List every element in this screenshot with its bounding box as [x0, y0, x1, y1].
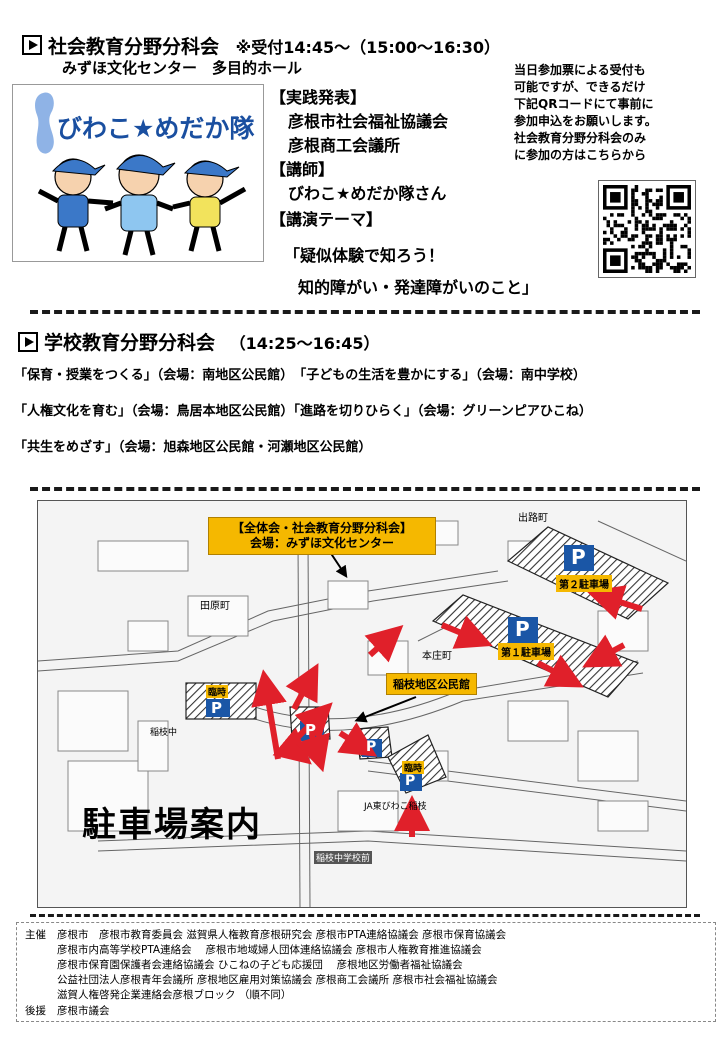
divider-2 [30, 487, 700, 491]
map-drawing [38, 520, 686, 907]
place-name-bus-stop: 稲枝中学校前 [314, 851, 373, 864]
lecturer-name: びわこ★めだか隊さん [288, 184, 447, 203]
parking-map: 【全体会・社会教育分野分科会】 会場：みずほ文化センター 稲枝地区公民館 出路町… [37, 500, 687, 908]
lot-p-mark: P [211, 699, 222, 717]
lot2-label: 第２駐車場 [556, 575, 612, 592]
practice-org-1: 彦根市社会福祉協議会 [288, 112, 449, 131]
organizer-label: 主催 [25, 929, 46, 941]
theme-line-2: 知的障がい・発達障がいのこと」 [298, 278, 539, 297]
map-title: 駐車場案内 [82, 805, 262, 845]
divider-3 [30, 914, 700, 917]
lot-p-mark: P [515, 617, 530, 641]
lot-p-mark: P [305, 721, 316, 739]
organizer-line: 滋賀人権啓発企業連絡会彦根ブロック （順不同） [57, 989, 292, 1001]
biwako-medaka-logo: びわこ★めだか隊 [12, 84, 264, 262]
section2-heading: 学校教育分野分科会 （14:25～16:45） [44, 328, 380, 355]
inae-community-hall-label: 稲枝地区公民館 [386, 673, 477, 695]
lot-p-mark: P [571, 545, 586, 569]
logo-text: びわこ★めだか隊 [57, 114, 255, 143]
organizers-box: 主催 彦根市 彦根市教育委員会 滋賀県人権教育彦根研究会 彦根市PTA連絡協議会… [16, 922, 716, 1022]
section1-heading: 社会教育分野分科会 ※受付14:45～（15:00～16:30） [48, 32, 500, 59]
main-venue-label: 【全体会・社会教育分野分科会】 会場：みずほ文化センター [208, 517, 436, 555]
support-label: 後援 [25, 1005, 46, 1017]
qr-code[interactable] [598, 180, 696, 278]
school-session-row-3: 「共生をめざす」（会場：旭森地区公民館・河瀬地区公民館） [14, 440, 372, 455]
place-name-ja: JA東びわこ稲枝 [364, 802, 427, 812]
place-name-inae-jhs: 稲枝中 [150, 728, 178, 738]
organizer-line: 彦根市 彦根市教育委員会 滋賀県人権教育彦根研究会 彦根市PTA連絡協議会 彦根… [57, 929, 507, 941]
practice-heading: 【実践発表】 [270, 88, 367, 107]
play-marker-icon [22, 35, 42, 55]
place-name-tahara: 田原町 [200, 601, 230, 612]
lecturer-heading: 【講師】 [270, 160, 335, 179]
logo-illustration [35, 92, 247, 256]
organizer-line: 公益社団法人彦根青年会議所 彦根地区雇用対策協議会 彦根商工会議所 彦根市社会福… [57, 974, 498, 986]
play-marker-icon [18, 332, 38, 352]
section1-venue: みずほ文化センター 多目的ホール [62, 59, 303, 77]
temp-lot-label: 臨時 [402, 761, 425, 774]
theme-heading: 【講演テーマ】 [270, 210, 383, 229]
lot-p-mark: P [405, 773, 416, 789]
section2-time: （14:25～16:45） [229, 334, 380, 353]
organizer-line: 彦根市保育園保護者会連絡協議会 ひこねの子ども応援団 彦根地区労働者福祉協議会 [57, 959, 463, 971]
temp-lot-label: 臨時 [206, 685, 229, 698]
section1-time: ※受付14:45～（15:00～16:30） [235, 38, 500, 57]
section1-title: 社会教育分野分科会 [48, 36, 220, 58]
registration-note: 当日参加票による受付も 可能ですが、できるだけ 下記QRコードにて事前に 参加申… [514, 63, 657, 162]
school-session-row-2: 「人権文化を育む」（会場：鳥居本地区公民館）「進路を切りひらく」（会場：グリーン… [14, 404, 592, 419]
organizer-line: 彦根市内高等学校PTA連絡会 彦根市地域婦人団体連絡協議会 彦根市人権教育推進協… [57, 944, 482, 956]
divider-1 [30, 310, 700, 314]
lot-p-mark: P [366, 739, 377, 755]
support-text: 彦根市議会 [57, 1005, 110, 1017]
place-name-honjo: 本庄町 [422, 651, 452, 662]
lot1-label: 第１駐車場 [498, 643, 554, 660]
section2-title: 学校教育分野分科会 [44, 332, 216, 354]
qr-code-icon [603, 185, 691, 273]
place-name-deji: 出路町 [518, 513, 548, 524]
theme-line-1: 「疑似体験で知ろう！ [284, 246, 445, 265]
school-session-row-1: 「保育・授業をつくる」（会場：南地区公民館） 「子どもの生活を豊かにする」（会場… [14, 368, 586, 383]
practice-org-2: 彦根商工会議所 [288, 136, 401, 155]
